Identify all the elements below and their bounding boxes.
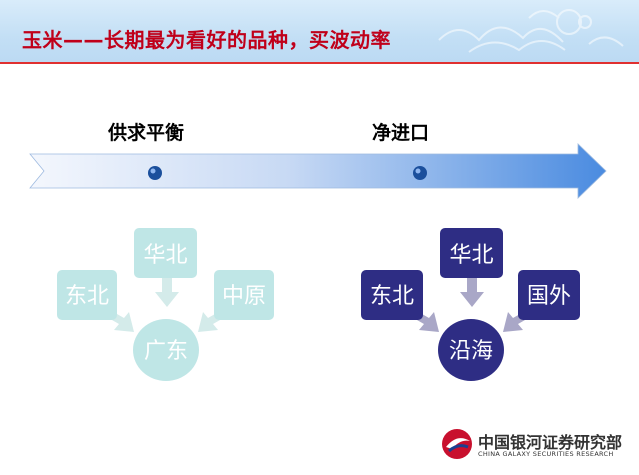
node-right-label: 中原 (222, 284, 266, 309)
cloud-decoration-icon (438, 9, 624, 53)
node-left (57, 270, 117, 320)
node-left-label: 东北 (65, 284, 109, 309)
node-left (361, 270, 423, 320)
stage-label-net-import: 净进口 (372, 122, 430, 144)
company-logo: 中国银河证券研究部 CHINA GALAXY SECURITIES RESEAR… (440, 425, 630, 465)
timeline-arrow (29, 143, 607, 199)
logo-subtitle: CHINA GALAXY SECURITIES RESEARCH (478, 450, 614, 458)
arrow-top-to-center (155, 278, 179, 307)
page-title: 玉米——长期最为看好的品种，买波动率 (22, 28, 391, 52)
node-top (440, 228, 503, 278)
timeline-marker-balance (148, 166, 162, 180)
timeline-marker-net-import (413, 166, 427, 180)
diagram-balance: 华北 东北 中原 广东 (57, 228, 274, 381)
logo-name: 中国银河证券研究部 (478, 433, 623, 452)
node-center (438, 319, 504, 381)
arrow-top-to-center (460, 278, 484, 307)
node-top-label: 华北 (143, 243, 187, 268)
diagram-net-import: 华北 东北 国外 沿海 (361, 228, 580, 381)
slide-header: 玉米——长期最为看好的品种，买波动率 (0, 0, 639, 62)
node-right-label: 国外 (527, 284, 571, 309)
node-top-label: 华北 (449, 243, 493, 268)
galaxy-logo-icon (442, 429, 472, 459)
node-center-label: 广东 (144, 339, 188, 364)
node-center (133, 319, 199, 381)
header-divider (0, 62, 639, 64)
node-right (214, 270, 274, 320)
stage-label-balance: 供求平衡 (108, 122, 185, 144)
node-center-label: 沿海 (449, 339, 493, 364)
node-left-label: 东北 (370, 284, 414, 309)
node-top (134, 228, 197, 278)
node-right (518, 270, 580, 320)
